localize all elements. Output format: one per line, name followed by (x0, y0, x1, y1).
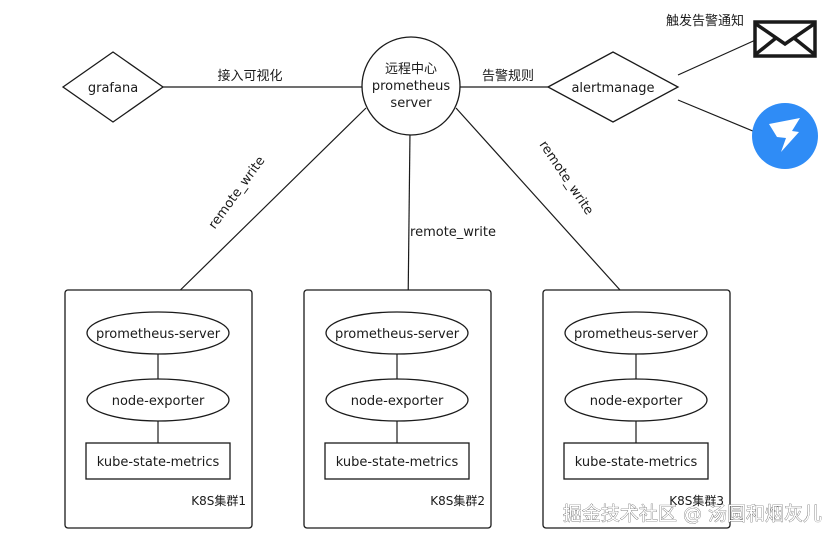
prometheus-server-node[interactable] (564, 311, 708, 355)
node-exporter-node[interactable] (564, 378, 708, 422)
node-exporter-node[interactable] (86, 378, 230, 422)
grafana-edge-label: 接入可视化 (217, 68, 282, 84)
remote-write-label-1: remote_write (206, 154, 269, 232)
edge-cluster1-center (159, 107, 367, 311)
node-exporter-label: node-exporter (112, 394, 205, 409)
watermark: 掘金技术社区 @ 汤圆和烟灰儿 (563, 503, 822, 525)
center-prometheus-node[interactable]: 远程中心 prometheus server (361, 36, 461, 136)
edge-alertmanager-mail (677, 37, 761, 76)
prometheus-server-label: prometheus-server (335, 327, 460, 342)
cluster-name: K8S集群2 (430, 493, 485, 508)
alertmanager-node[interactable]: alertmanage (546, 51, 680, 123)
kube-state-metrics-label: kube-state-metrics (575, 455, 698, 470)
edge-cluster3-center (455, 107, 639, 311)
dingtalk-icon (752, 103, 818, 169)
prometheus-server-label: prometheus-server (96, 327, 221, 342)
kube-state-metrics-node[interactable] (85, 442, 231, 480)
cluster-1: prometheus-server node-exporter kube-state… (64, 289, 253, 529)
remote-write-label-2: remote_write (410, 225, 496, 240)
node-exporter-label: node-exporter (590, 394, 683, 409)
alert-edge-label: 告警规则 (482, 68, 534, 84)
kube-state-metrics-label: kube-state-metrics (97, 455, 220, 470)
center-label-2: prometheus (372, 79, 451, 94)
connectors (159, 37, 761, 311)
grafana-label: grafana (88, 81, 138, 96)
cluster-2: prometheus-server node-exporter kube-state… (303, 289, 492, 529)
edge-alertmanager-dingtalk (677, 99, 761, 135)
prometheus-server-label: prometheus-server (574, 327, 699, 342)
kube-state-metrics-node[interactable] (324, 442, 470, 480)
prometheus-server-node[interactable] (86, 311, 230, 355)
edge-cluster2-center (407, 130, 411, 311)
kube-state-metrics-node[interactable] (563, 442, 709, 480)
notify-label: 触发告警通知 (666, 13, 744, 29)
center-label-3: server (390, 96, 432, 111)
center-label-1: 远程中心 (385, 62, 437, 77)
cluster-3: prometheus-server node-exporter kube-state… (542, 289, 731, 529)
prometheus-server-node[interactable] (325, 311, 469, 355)
alertmanager-label: alertmanage (571, 81, 654, 96)
node-exporter-node[interactable] (325, 378, 469, 422)
kube-state-metrics-label: kube-state-metrics (336, 455, 459, 470)
grafana-node[interactable]: grafana (61, 51, 165, 123)
cluster-name: K8S集群1 (191, 493, 246, 508)
envelope-icon (753, 20, 817, 58)
cluster-name: K8S集群3 (669, 493, 724, 508)
node-exporter-label: node-exporter (351, 394, 444, 409)
